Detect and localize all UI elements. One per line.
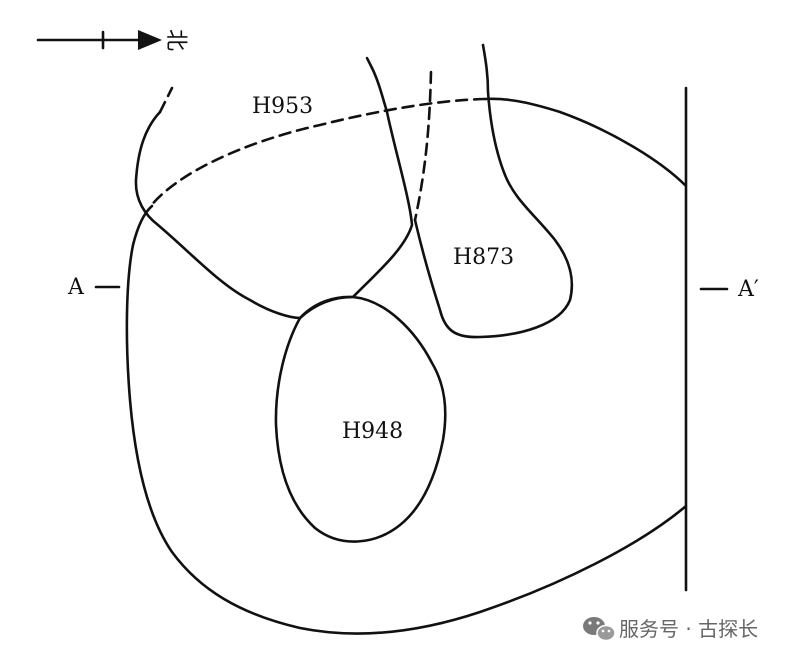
pit-h953-dashed-top-right bbox=[363, 52, 374, 70]
label-h953: H953 bbox=[252, 94, 313, 119]
pit-h948-outline bbox=[274, 295, 447, 543]
wechat-icon bbox=[583, 617, 616, 642]
section-label-right: A′ bbox=[737, 277, 759, 302]
section-label-left: A bbox=[67, 275, 85, 300]
pit-h873-dashed-top bbox=[413, 70, 433, 222]
pit-h953-dashed-top bbox=[158, 86, 174, 114]
label-h873: H873 bbox=[453, 245, 514, 270]
label-h948: H948 bbox=[342, 419, 403, 444]
north-arrow: 北 bbox=[36, 29, 188, 51]
outer-pit-outline bbox=[125, 86, 688, 635]
north-label: 北 bbox=[163, 29, 188, 51]
watermark: 服务号 · 古探长 bbox=[583, 617, 758, 642]
watermark-text: 服务号 · 古探长 bbox=[619, 617, 758, 641]
section-marker-right: A′ bbox=[699, 277, 759, 302]
pit-h873-outline bbox=[413, 43, 574, 339]
section-marker-left: A bbox=[67, 275, 121, 300]
arrow-head-icon bbox=[138, 30, 162, 50]
dashed-boundary bbox=[148, 97, 487, 209]
